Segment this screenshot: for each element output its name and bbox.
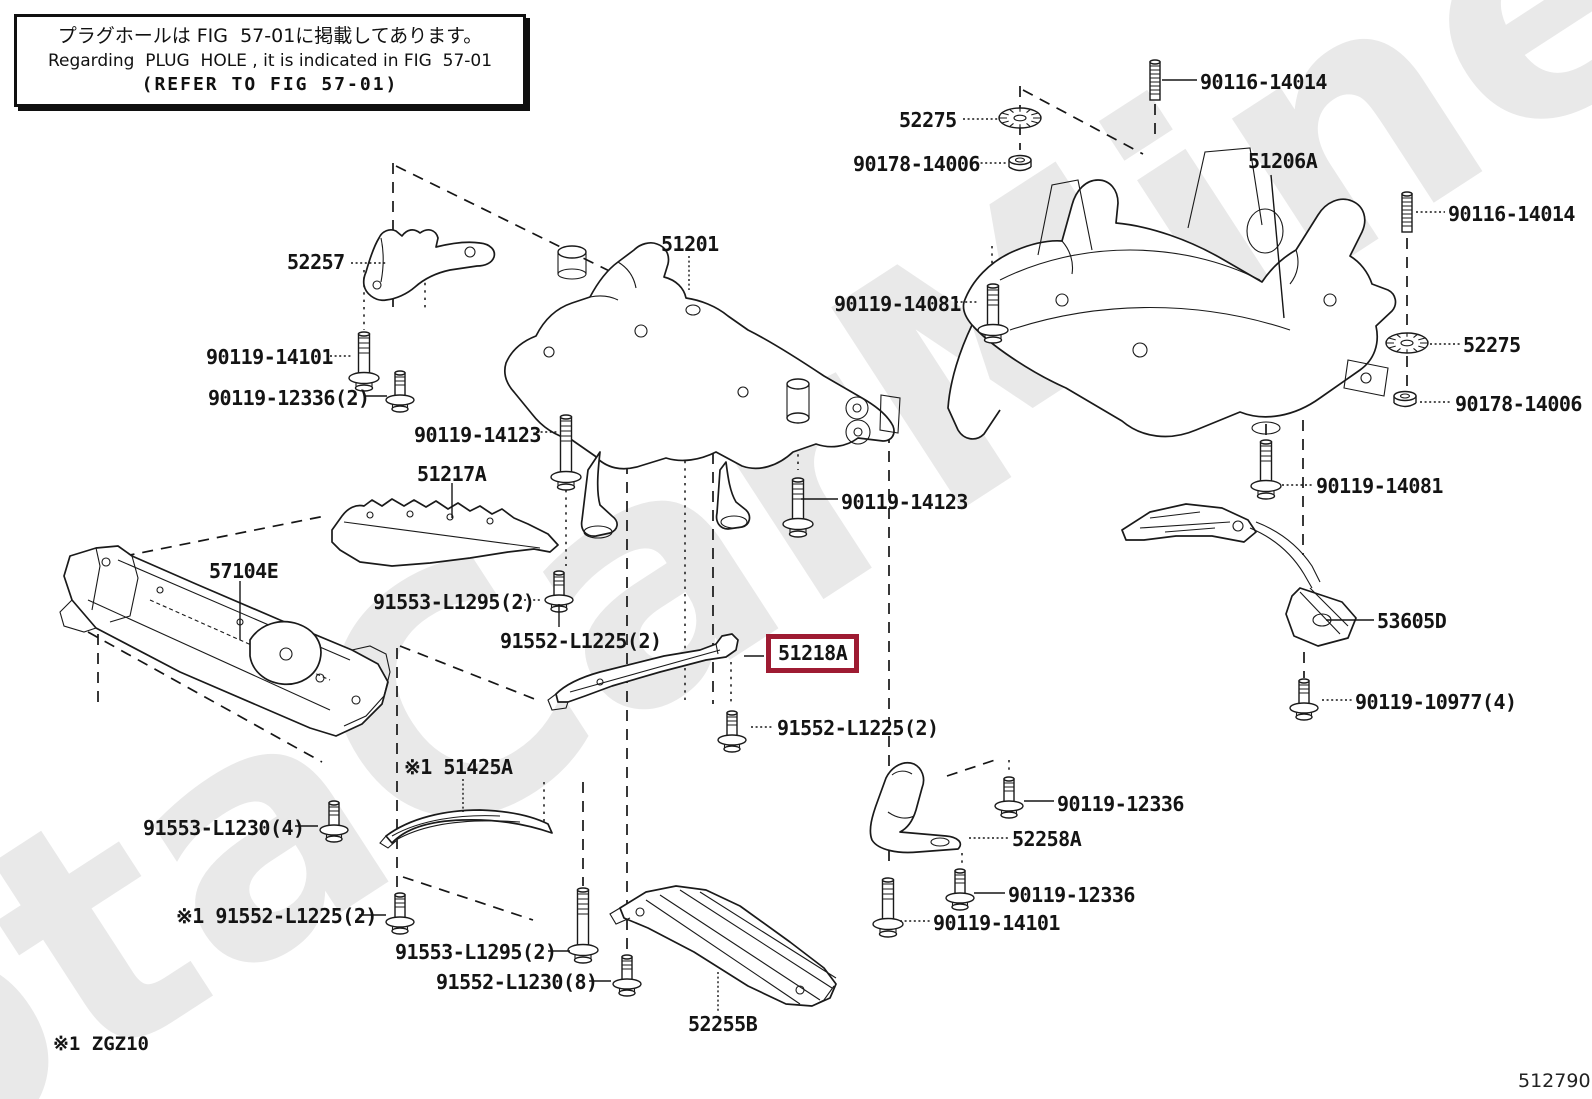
leader-lines (239, 79, 1460, 1012)
part-label-52258A[interactable]: 52258A (1012, 827, 1082, 851)
nut-90178-14006-top (1008, 154, 1032, 172)
footnote-model-code: ※1 ZGZ10 (53, 1033, 149, 1055)
part-label-51206A[interactable]: 51206A (1248, 149, 1318, 173)
part-label-51218A-highlighted[interactable]: 51218A (778, 641, 848, 665)
bolt-90119-12336-lower (945, 868, 975, 911)
stud-90116-14014-top (1149, 59, 1161, 101)
part-label-52255B[interactable]: 52255B (688, 1012, 758, 1036)
bolt-90119-12336-front (385, 370, 415, 413)
part-label-91552-L1230[interactable]: 91552-L1230(8) (436, 970, 598, 994)
part-label-90116-14014-top[interactable]: 90116-14014 (1200, 70, 1327, 94)
part-label-91553-L1295-left[interactable]: 91553-L1295(2) (373, 590, 535, 614)
part-52255B-drawing (609, 885, 837, 1007)
part-label-91552-L1225-left[interactable]: 91552-L1225(2) (500, 629, 662, 653)
bolt-90119-14101-front (348, 331, 380, 392)
bolt-90119-10977 (1289, 678, 1319, 721)
part-label-52275-top[interactable]: 52275 (899, 108, 957, 132)
part-label-90119-12336-lower[interactable]: 90119-12336 (1008, 883, 1135, 907)
note-line-refer: (REFER TO FIG 57-01) (141, 73, 399, 95)
part-label-51201[interactable]: 51201 (661, 232, 719, 256)
projection-lines (87, 86, 1408, 958)
part-label-52257[interactable]: 52257 (287, 250, 345, 274)
bolt-90119-14081-right (1250, 439, 1282, 500)
note-line-english: Regarding PLUG HOLE , it is indicated in… (47, 50, 493, 71)
part-52257-drawing (362, 228, 496, 302)
bolt-90119-12336-upper (994, 776, 1024, 819)
part-label-91553-L1230[interactable]: 91553-L1230(4) (143, 816, 305, 840)
part-label-52275-right[interactable]: 52275 (1463, 333, 1521, 357)
bolt-90119-14101-rear (872, 877, 904, 938)
part-51218A-drawing (547, 633, 739, 711)
washer-52275-right (1385, 332, 1429, 354)
bolt-91553-L1295-bottom (567, 887, 599, 964)
part-label-51217A[interactable]: 51217A (417, 462, 487, 486)
part-label-51425A[interactable]: ※1 51425A (404, 755, 513, 779)
part-57104E-drawing (59, 545, 391, 737)
part-label-91552-L1225-right[interactable]: 91552-L1225(2) (777, 716, 939, 740)
part-label-91553-L1295-bottom[interactable]: 91553-L1295(2) (395, 940, 557, 964)
stud-90116-14014-right (1401, 191, 1413, 233)
plug-hole-note-box: プラグホールは FIG 57-01に掲載してあります。 Regarding PL… (14, 14, 526, 107)
part-51201-drawing (504, 241, 901, 539)
part-label-90116-14014-right[interactable]: 90116-14014 (1448, 202, 1575, 226)
highlighted-part-box[interactable]: 51218A (766, 634, 860, 673)
part-51425A-drawing (379, 809, 553, 849)
part-51217A-drawing (331, 498, 559, 567)
part-label-90119-14101-front[interactable]: 90119-14101 (206, 345, 333, 369)
figure-number: 512790 (1518, 1070, 1591, 1092)
part-label-53605D[interactable]: 53605D (1377, 609, 1447, 633)
part-label-57104E[interactable]: 57104E (209, 559, 279, 583)
part-label-90119-12336-front[interactable]: 90119-12336(2) (208, 386, 370, 410)
part-52258A-drawing (869, 761, 962, 854)
part-label-90178-14006-top[interactable]: 90178-14006 (853, 152, 980, 176)
bolt-91552-L1230 (612, 954, 642, 997)
part-label-90119-14123-right[interactable]: 90119-14123 (841, 490, 968, 514)
part-51206A-drawing (947, 147, 1397, 440)
part-label-90119-10977[interactable]: 90119-10977(4) (1355, 690, 1517, 714)
part-label-90119-14081-left[interactable]: 90119-14081 (834, 292, 961, 316)
note-line-japanese: プラグホールは FIG 57-01に掲載してあります。 (57, 25, 483, 47)
part-label-90119-14123-left[interactable]: 90119-14123 (414, 423, 541, 447)
part-53605D-drawing (1121, 503, 1357, 647)
part-label-90119-14101-rear[interactable]: 90119-14101 (933, 911, 1060, 935)
part-label-91552-L1225-note[interactable]: ※1 91552-L1225(2) (176, 904, 377, 928)
part-label-90119-12336-upper[interactable]: 90119-12336 (1057, 792, 1184, 816)
part-label-90178-14006-right[interactable]: 90178-14006 (1455, 392, 1582, 416)
nut-90178-14006-right (1393, 390, 1417, 408)
part-label-90119-14081-right[interactable]: 90119-14081 (1316, 474, 1443, 498)
washer-52275-top (998, 107, 1042, 129)
